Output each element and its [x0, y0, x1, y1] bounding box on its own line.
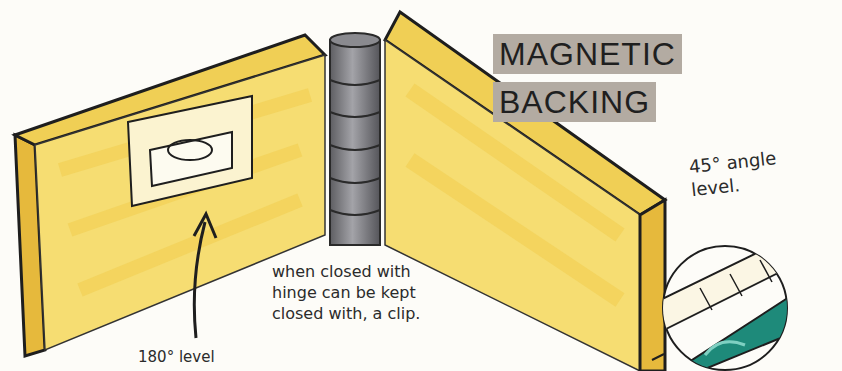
- handwritten-note: 180° level: [138, 348, 288, 368]
- pointer-arrow: [194, 214, 216, 338]
- angle-level-callout: [652, 232, 800, 371]
- band-text: MAGNETIC BACKING: [493, 34, 682, 122]
- hinge-cylinder: [330, 33, 380, 245]
- handwritten-note: 45° angle level.: [688, 145, 792, 202]
- level-window: [128, 96, 252, 206]
- highlight-band: MAGNETIC BACKING: [493, 30, 686, 124]
- handwritten-note: when closed with hinge can be kept close…: [272, 262, 450, 324]
